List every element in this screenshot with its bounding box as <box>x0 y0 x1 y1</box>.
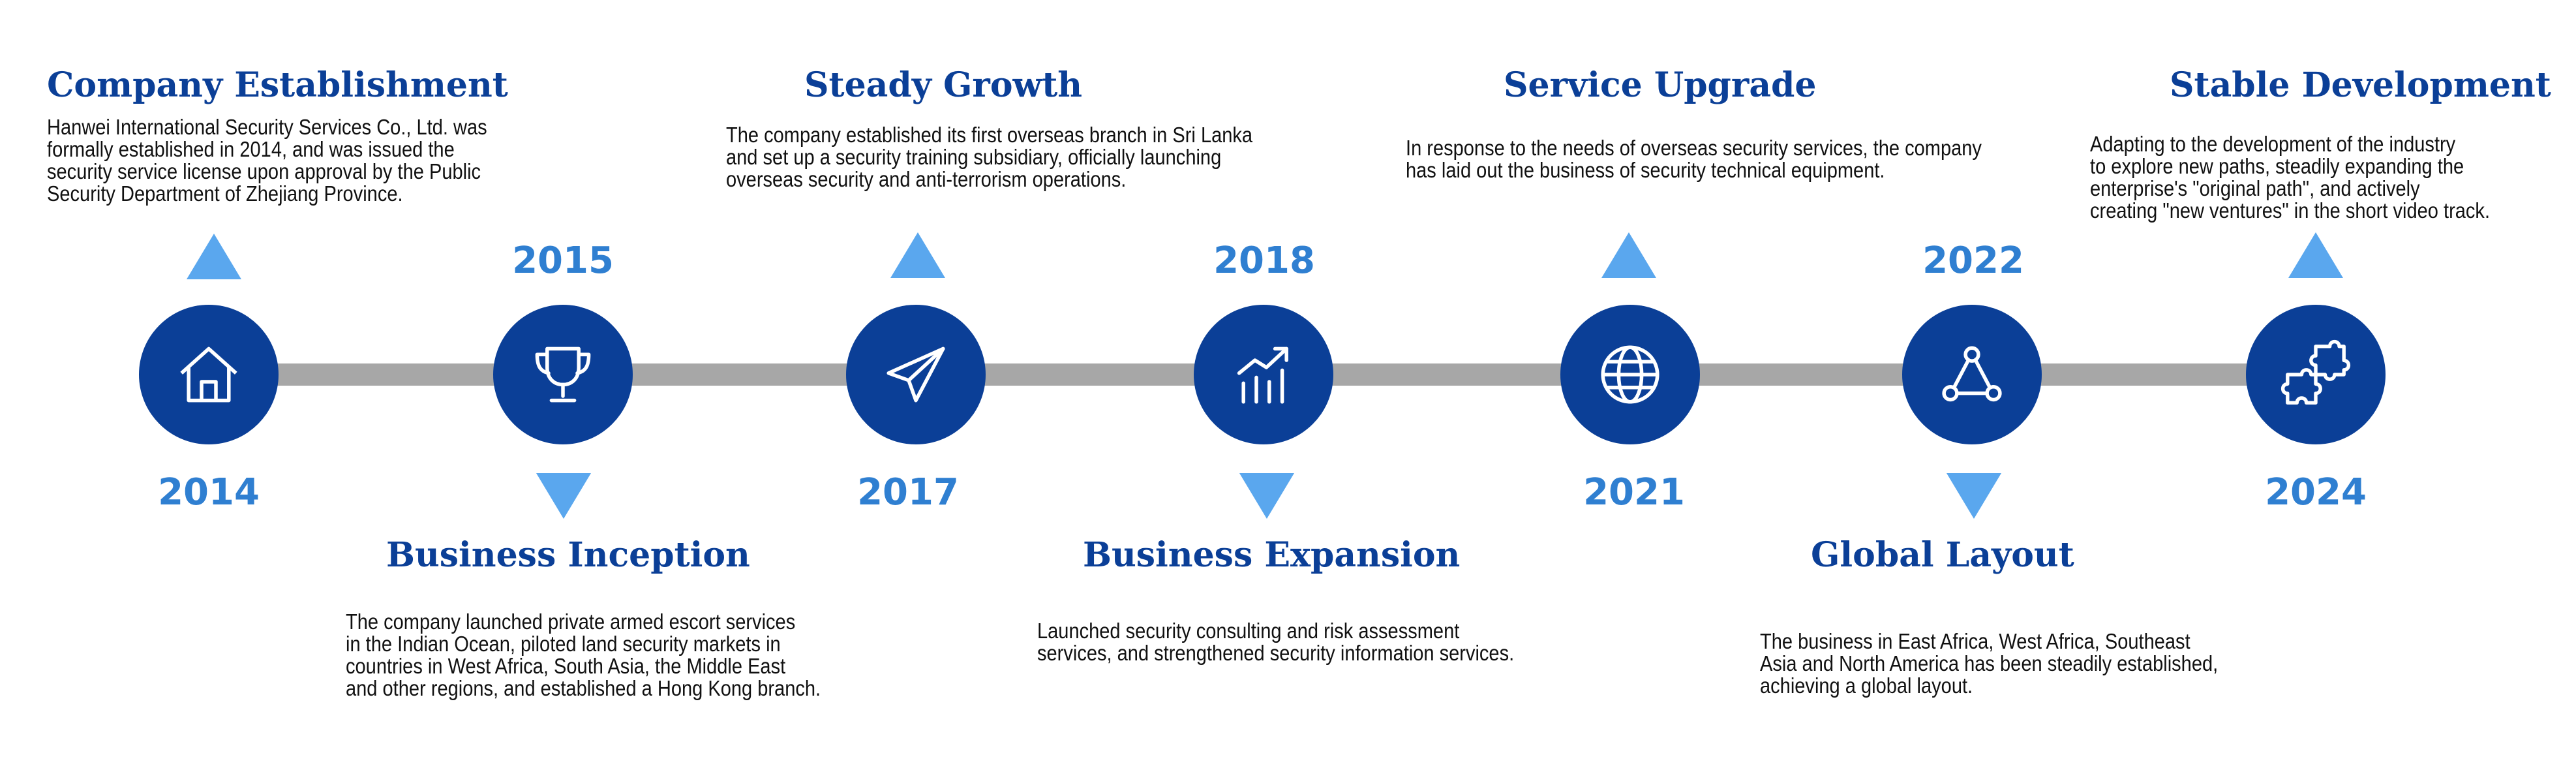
up-arrow-icon <box>187 234 241 279</box>
milestone-year-2021: 2021 <box>1583 471 1685 514</box>
milestone-title-2021: Service Upgrade <box>1504 65 1817 105</box>
milestone-title-2022: Global Layout <box>1811 535 2074 575</box>
house-icon <box>139 305 279 444</box>
down-arrow-icon <box>536 473 591 519</box>
milestone-year-2022: 2022 <box>1922 239 2024 282</box>
paper-plane-icon <box>846 305 986 444</box>
down-arrow-icon <box>1947 473 2001 519</box>
milestone-year-2017: 2017 <box>857 471 959 514</box>
up-arrow-icon <box>2288 232 2343 278</box>
puzzle-icon <box>2246 305 2386 444</box>
milestone-title-2018: Business Expansion <box>1083 535 1461 575</box>
trophy-icon <box>493 305 633 444</box>
milestone-description-2015: The company launched private armed escor… <box>346 610 821 700</box>
milestone-description-2017: The company established its first overse… <box>726 123 1253 191</box>
up-arrow-icon <box>890 232 945 278</box>
milestone-description-2024: Adapting to the development of the indus… <box>2090 132 2491 223</box>
milestone-year-2024: 2024 <box>2265 471 2367 514</box>
milestone-title-2024: Stable Development <box>2170 65 2551 105</box>
milestone-year-2014: 2014 <box>158 471 260 514</box>
milestone-year-2018: 2018 <box>1213 239 1315 282</box>
milestone-year-2015: 2015 <box>512 239 614 282</box>
milestone-description-2022: The business in East Africa, West Africa… <box>1760 629 2219 698</box>
milestone-description-2021: In response to the needs of overseas sec… <box>1406 136 1982 182</box>
growth-chart-icon <box>1194 305 1333 444</box>
up-arrow-icon <box>1601 232 1656 278</box>
milestone-description-2014: Hanwei International Security Services C… <box>47 115 487 206</box>
milestone-title-2014: Company Establishment <box>47 65 508 105</box>
network-triangle-icon <box>1902 305 2042 444</box>
milestone-title-2015: Business Inception <box>386 535 750 575</box>
milestone-title-2017: Steady Growth <box>804 65 1083 105</box>
globe-icon <box>1560 305 1700 444</box>
milestone-description-2018: Launched security consulting and risk as… <box>1037 619 1515 665</box>
down-arrow-icon <box>1239 473 1294 519</box>
